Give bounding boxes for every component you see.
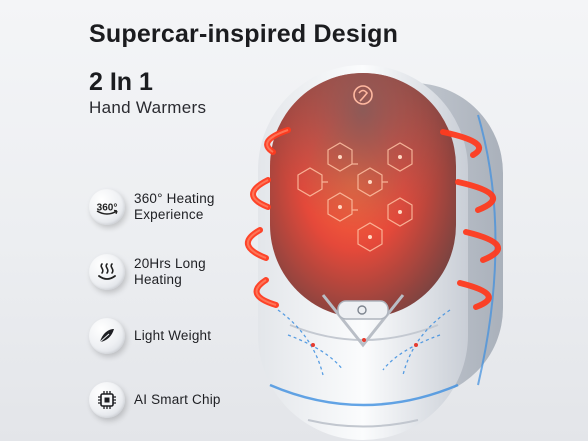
chip-icon (89, 382, 125, 418)
feature-360-line-1: 360° Heating (134, 191, 215, 206)
hand-warmer-image (245, 65, 503, 440)
heat-waves-icon (89, 254, 125, 290)
feature-360-heating: 360° 360° Heating Experience (89, 189, 215, 225)
feature-light-weight: Light Weight (89, 318, 211, 354)
feature-long-heating: 20Hrs Long Heating (89, 254, 206, 290)
circuit-pattern (297, 142, 413, 252)
feather-icon (89, 318, 125, 354)
product-subtitle: Hand Warmers (89, 98, 207, 117)
feature-smart-chip: AI Smart Chip (89, 382, 221, 418)
360-rotation-icon: 360° (89, 189, 125, 225)
feature-weight-line-1: Light Weight (134, 328, 212, 343)
power-button[interactable] (337, 300, 389, 320)
headline: Supercar-inspired Design (89, 20, 399, 48)
feature-360-line-2: Experience (134, 207, 204, 222)
feature-chip-line-1: AI Smart Chip (134, 392, 221, 407)
product-title: 2 In 1 (89, 68, 153, 96)
feature-heating-line-2: Heating (134, 272, 182, 287)
brand-logo-icon (353, 85, 373, 105)
360-icon-label: 360° (97, 203, 118, 214)
feature-heating-line-1: 20Hrs Long (134, 256, 206, 271)
